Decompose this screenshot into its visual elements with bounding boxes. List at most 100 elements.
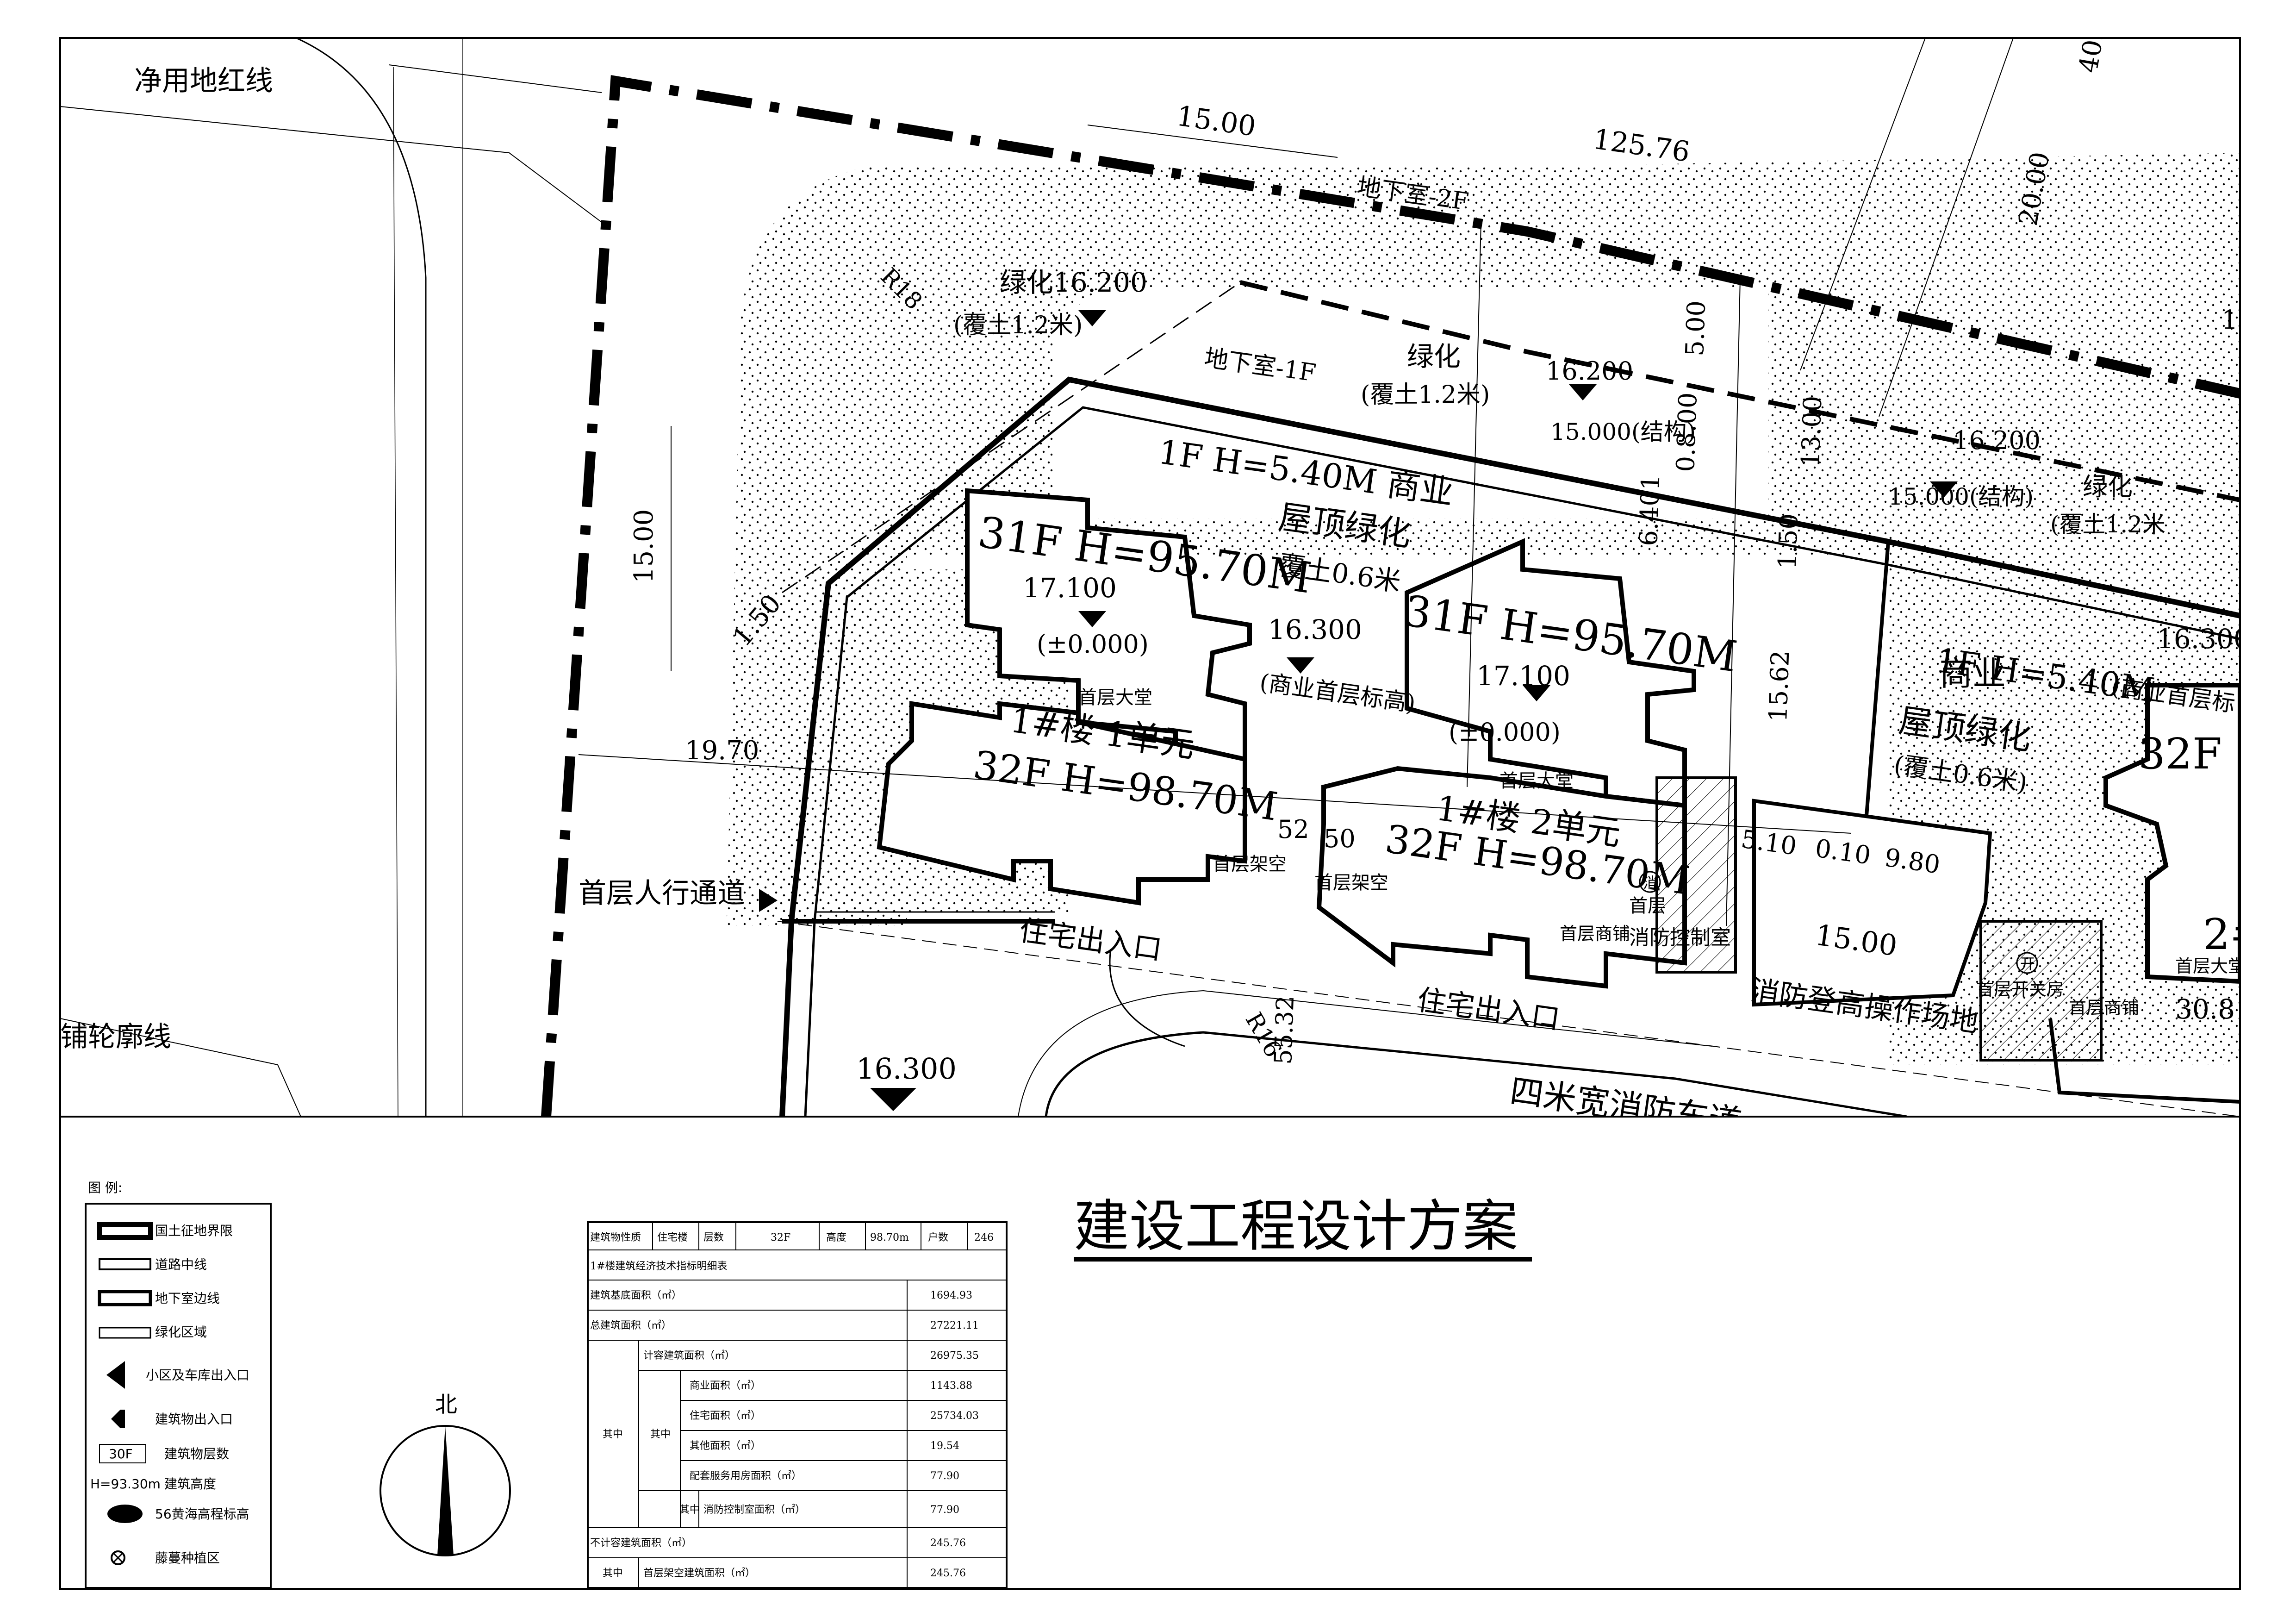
table-qizhong-2: 其中 (650, 1429, 671, 1440)
height-sample: H=93.30m (90, 1476, 161, 1492)
tower-1-unit-1 (965, 488, 1252, 762)
drawing-title: 建设工程设计方案 (1074, 1194, 1518, 1259)
indicator-table: 建筑物性质 住宅楼 层数 32F 高度 98.70m 户数 246 1#楼建筑经… (587, 1221, 1008, 1589)
legend: 图 例: 30F H=93.30m 国土征地界限 道路中线 地下室边线 绿化区域… (85, 1180, 272, 1589)
fire-first: 首层 (1629, 895, 1666, 917)
dim-8-00: 0.8.00 (1671, 392, 1703, 473)
basement-edge (1239, 280, 2240, 502)
lobby-3: 首层大堂 (2175, 956, 2246, 976)
dim-13-00: 13.00 (1796, 395, 1827, 468)
north-arrow: 北 (380, 1392, 511, 1556)
north-label: 北 (435, 1392, 457, 1418)
row-label-2: 计容建筑面积（㎡） (643, 1349, 735, 1362)
switch-room: 首层开关房 (1976, 979, 2064, 999)
row-label-8: 不计容建筑面积（㎡） (590, 1537, 692, 1549)
residential-entry-2: 住宅出入口 (1415, 983, 1562, 1036)
elev-15-000-b: 15.000(结构) (1888, 483, 2034, 510)
shop-1: 首层商铺 (1560, 924, 1630, 944)
legend-item-9: 藤蔓种植区 (155, 1550, 220, 1566)
paving-label: 铺轮廓线 (60, 1021, 171, 1053)
tower-2-zero: (±0.000) (1449, 718, 1561, 747)
legend-item-7: 建筑高度 (164, 1476, 216, 1492)
row-label-5: 其他面积（㎡） (690, 1440, 761, 1452)
table-qizhong-4: 其中 (603, 1568, 623, 1579)
elev-16-200-b: 16.200 (1953, 426, 2041, 455)
dim-55-32: 55.32 (1269, 995, 1300, 1065)
pedestrian-passage: 首层人行通道 (579, 877, 745, 910)
commercial-elev-2: 16.300 (2157, 623, 2251, 655)
north-arrow-icon (437, 1426, 454, 1555)
table-subtitle: 1#楼建筑经济技术指标明细表 (590, 1261, 727, 1272)
pedestrian-entry-icon (759, 889, 778, 912)
dim-6-401: 6.401 (1634, 474, 1665, 547)
lobby-1: 首层大堂 (1078, 687, 1152, 708)
redline-label: 净用地红线 (134, 65, 273, 97)
row-value-0: 1694.93 (930, 1290, 972, 1301)
dim-15-62: 15.62 (1763, 650, 1795, 723)
roof-2-commercial: 商业 (1939, 654, 2006, 693)
podium-outline (779, 376, 2240, 1117)
row-value-6: 77.90 (930, 1470, 959, 1482)
legend-item-6: 建筑物层数 (164, 1446, 229, 1462)
row-value-4: 25734.03 (930, 1410, 979, 1422)
floor-sample: 30F (109, 1446, 133, 1462)
row-value-2: 26975.35 (930, 1350, 979, 1362)
dim-1-50b: 1.50 (1773, 513, 1804, 569)
dim-1-right: 1 (2221, 305, 2238, 335)
row-value-1: 27221.11 (930, 1320, 979, 1331)
fire-lane-label: 四米宽消防车道 (1508, 1071, 1744, 1142)
lobby-2: 首层大堂 (1500, 770, 1574, 792)
table-header-0: 建筑物性质 (590, 1232, 641, 1243)
vine-icon (111, 1550, 125, 1565)
dim-40: 40. (2073, 29, 2110, 75)
legend-title: 图 例: (88, 1180, 122, 1195)
elev-16-200-a: 16.200 (1546, 356, 1633, 386)
tower-1-unit-2-base (1316, 766, 1687, 989)
row-value-8: 245.76 (930, 1537, 966, 1549)
green-label-1: 绿化16.200 (1000, 267, 1147, 298)
dim-15-left: 15.00 (629, 509, 659, 583)
row-value-9: 245.76 (930, 1568, 966, 1579)
fire-lane-edge (1045, 1031, 1907, 1117)
tower-3-unit: 2# (2203, 910, 2266, 959)
elev-bottom: 16.300 (856, 1052, 957, 1086)
commercial-note: (商业首层标高) (1258, 668, 1417, 717)
residential-entry-1: 住宅出入口 (1017, 913, 1164, 967)
green-label-2: 绿化 (1407, 341, 1461, 372)
building-entry-icon (111, 1410, 125, 1428)
table-header-7: 246 (974, 1232, 994, 1243)
row-label-3: 商业面积（㎡） (690, 1380, 761, 1392)
shop-2: 首层商铺 (2069, 998, 2139, 1018)
table-header-5: 98.70m (870, 1232, 909, 1243)
dim-5-00: 5.00 (1680, 300, 1711, 356)
tower-2-elev: 17.100 (1476, 660, 1570, 692)
table-qizhong-1: 其中 (603, 1429, 623, 1440)
elevation-icon (107, 1505, 143, 1523)
legend-item-4: 小区及车库出入口 (146, 1368, 249, 1383)
dim-30-8: 30.8 (2175, 993, 2235, 1025)
dim-50: 50 (1324, 824, 1356, 853)
table-header-4: 高度 (826, 1232, 846, 1243)
tower-1-elev: 17.100 (1023, 572, 1117, 604)
tower-3-floors: 32F (2138, 729, 2222, 779)
dim-52: 52 (1277, 815, 1309, 844)
row-label-6: 配套服务用房面积（㎡） (690, 1470, 802, 1482)
commercial-elev: 16.300 (1268, 614, 1362, 645)
table-qizhong-3: 其中 (679, 1504, 700, 1516)
elev-15-000-a: 15.000(结构) (1550, 418, 1696, 445)
green-label-3: 绿化 (2083, 472, 2133, 501)
legend-item-1: 道路中线 (155, 1257, 207, 1272)
row-label-7: 消防控制室面积（㎡） (703, 1504, 805, 1516)
tower-1-zero: (±0.000) (1037, 630, 1149, 659)
green-label-1-sub: (覆土1.2米) (953, 312, 1083, 339)
site-plan: 净用地红线 铺轮廓线 15.00 125.76 40. 20.00 1 15.0… (60, 29, 2266, 1142)
tower-1-unit-1-base (877, 701, 1247, 906)
row-label-0: 建筑基底面积（㎡） (590, 1289, 682, 1301)
row-label-1: 总建筑面积（㎡） (590, 1319, 672, 1331)
boundary-symbol (97, 1222, 153, 1240)
legend-item-0: 国土征地界限 (155, 1223, 233, 1238)
dim-125: 125.76 (1591, 123, 1692, 169)
green-label-3-sub: (覆土1.2米 (2050, 511, 2165, 538)
switch-mark: 开 (2020, 955, 2035, 973)
